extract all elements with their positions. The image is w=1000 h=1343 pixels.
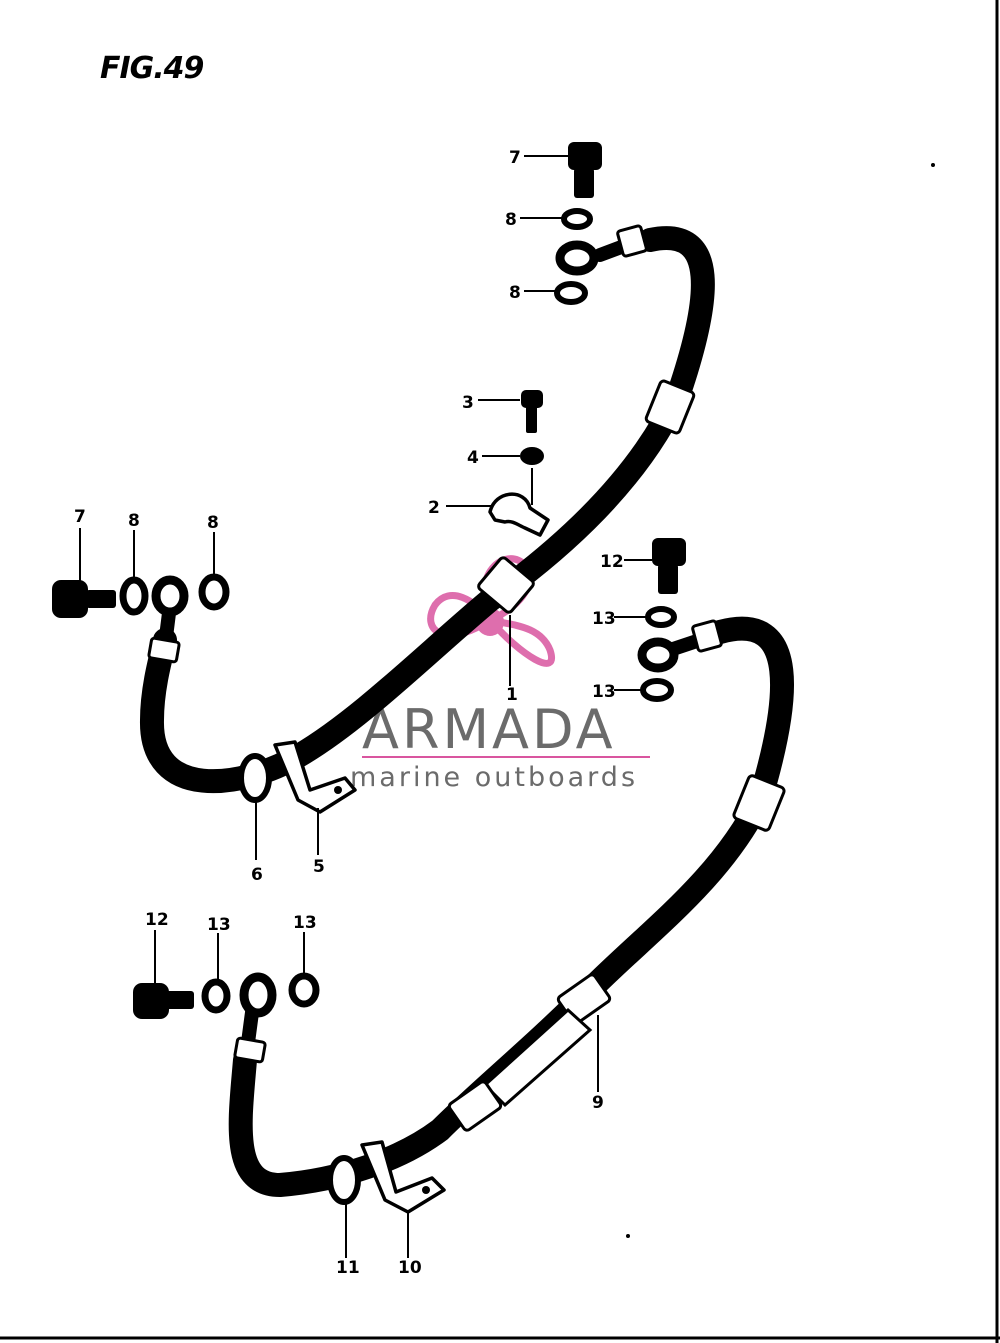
figure-title: FIG.49 xyxy=(100,51,204,86)
callout-13-right-b: 13 xyxy=(592,682,616,702)
union-bolt-right xyxy=(652,538,686,594)
callout-5: 5 xyxy=(313,857,325,877)
washer-bottom-a xyxy=(201,978,231,1014)
hose-lower-sleeve-right xyxy=(691,619,723,653)
hose-lower-sleeve-left xyxy=(233,1036,267,1064)
washer-top-b xyxy=(554,281,588,305)
callout-2: 2 xyxy=(428,498,440,518)
callout-11: 11 xyxy=(336,1258,360,1278)
hose-upper-assembly xyxy=(139,224,715,814)
banjo-eye-bottom xyxy=(239,972,277,1018)
banjo-eye-top xyxy=(555,240,599,276)
hose-upper-sleeve-left xyxy=(147,636,181,664)
callout-13-bottom-a: 13 xyxy=(207,915,231,935)
washer-left-b xyxy=(198,573,230,611)
callout-8-left-b: 8 xyxy=(207,513,219,533)
watermark-brand: ARMADA xyxy=(362,698,616,761)
hose-lower-sleeve-section xyxy=(482,1007,593,1108)
bracket-upper xyxy=(273,740,357,814)
callout-12-right: 12 xyxy=(600,552,624,572)
washer-right-b xyxy=(640,678,674,702)
callout-8-top-a: 8 xyxy=(505,210,517,230)
callout-13-bottom-b: 13 xyxy=(293,913,317,933)
callout-6: 6 xyxy=(251,865,263,885)
callout-7-left: 7 xyxy=(74,507,86,527)
banjo-eye-left xyxy=(151,575,189,617)
bracket-upper-hole xyxy=(334,786,342,794)
leader-lines xyxy=(79,155,652,1258)
callout-3: 3 xyxy=(462,393,474,413)
grommet-lower xyxy=(327,1155,361,1205)
hose-upper-sleeve-top xyxy=(616,224,648,258)
banjo-eye-right xyxy=(637,637,679,673)
callout-4: 4 xyxy=(467,448,479,468)
clamp xyxy=(488,492,550,537)
watermark-tagline: marine outboards xyxy=(350,762,638,793)
hose-lower-sleeve-low xyxy=(447,1080,503,1132)
washer-left-a xyxy=(119,576,149,616)
union-bolt-bottom xyxy=(133,983,194,1019)
callout-9: 9 xyxy=(592,1093,604,1113)
hose-lower-assembly xyxy=(228,616,794,1214)
washer-top-a xyxy=(561,208,593,230)
union-bolt-left xyxy=(52,580,116,618)
bracket-lower xyxy=(360,1140,446,1214)
bracket-lower-hole xyxy=(422,1186,430,1194)
callout-8-left-a: 8 xyxy=(128,511,140,531)
hose-lower-sleeve-upper xyxy=(732,774,786,832)
washer-bottom-b xyxy=(288,972,320,1008)
callout-8-top-b: 8 xyxy=(509,283,521,303)
scan-speck xyxy=(931,163,935,167)
scan-speck xyxy=(626,1234,630,1238)
clamp-washer xyxy=(520,447,544,465)
callout-13-right-a: 13 xyxy=(592,609,616,629)
callout-1: 1 xyxy=(506,685,518,705)
hose-upper-sleeve-low xyxy=(477,556,535,614)
hose-upper xyxy=(139,226,715,794)
union-bolt-top xyxy=(568,142,602,198)
grommet-upper xyxy=(238,753,272,803)
hose-upper-sleeve-mid xyxy=(644,379,696,435)
washer-right-a xyxy=(645,606,677,628)
watermark: ARMADA marine outboards xyxy=(350,555,650,793)
clamp-bolt xyxy=(521,390,543,433)
callout-7-top: 7 xyxy=(509,148,521,168)
callout-12-bottom: 12 xyxy=(145,910,169,930)
callout-10: 10 xyxy=(398,1258,422,1278)
